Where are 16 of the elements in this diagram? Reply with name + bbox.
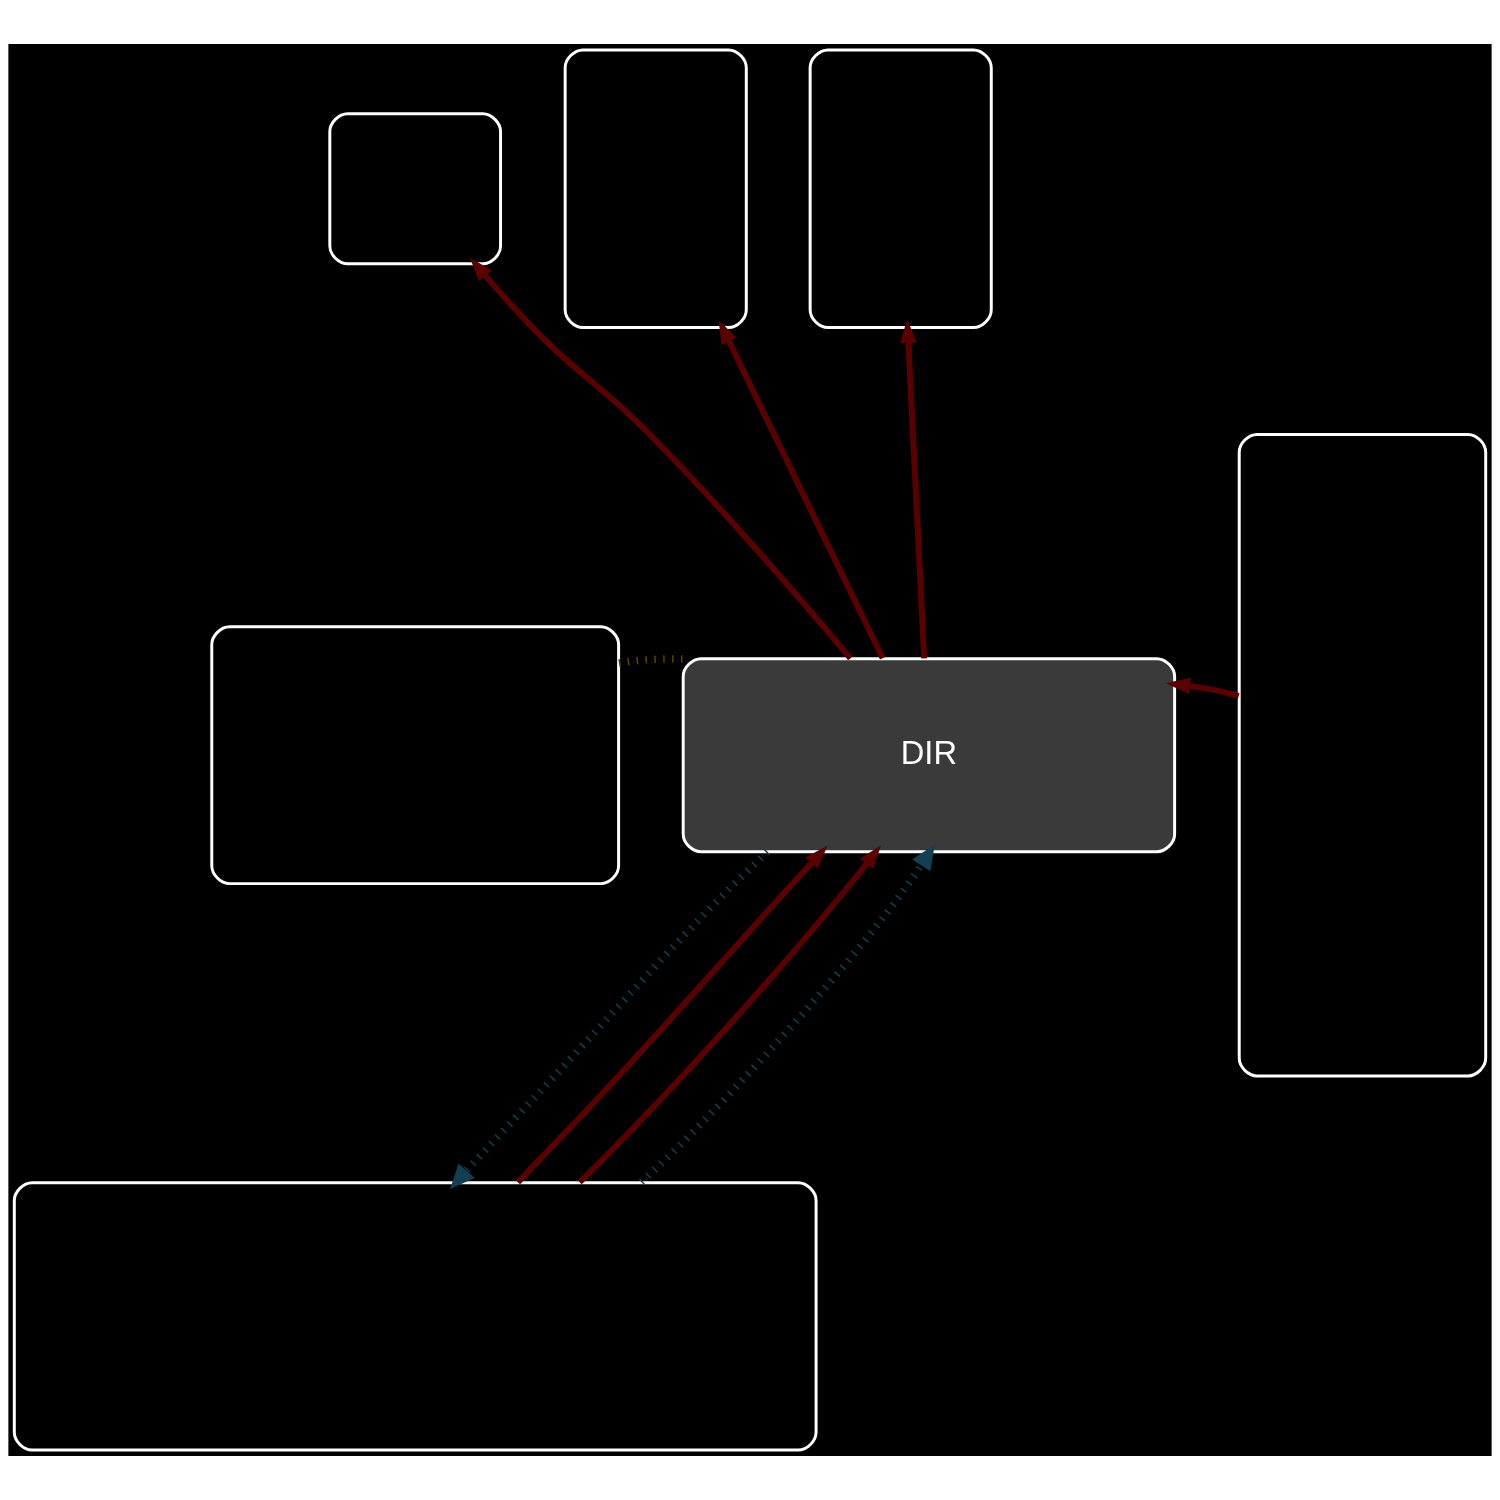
node-box xyxy=(328,112,503,266)
node-box xyxy=(1237,433,1488,1078)
connector xyxy=(618,655,684,667)
arrow xyxy=(469,257,853,661)
arrow xyxy=(1166,677,1240,699)
arrow xyxy=(638,844,935,1185)
arrow xyxy=(515,845,828,1185)
arrow xyxy=(718,320,886,660)
node-box: DIR xyxy=(681,657,1177,854)
node-box xyxy=(808,48,993,330)
node-box xyxy=(12,1181,818,1452)
arrow xyxy=(450,849,771,1190)
node-box xyxy=(210,625,621,886)
node-box xyxy=(563,48,748,330)
arrow xyxy=(577,845,882,1185)
arrow xyxy=(900,319,928,659)
